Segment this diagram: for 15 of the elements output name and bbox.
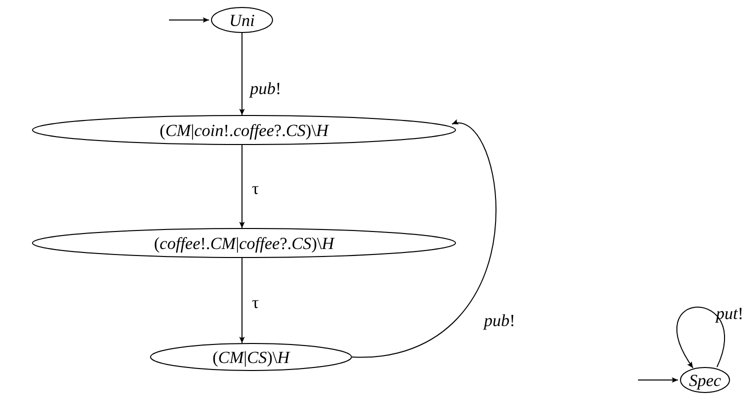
state-ellipse [211, 7, 273, 33]
state-ellipse [150, 343, 352, 371]
edge-label: pub! [484, 312, 516, 329]
state-ellipse [32, 228, 456, 258]
edge-label: pub! [250, 80, 282, 97]
state-label: (CM|coin!.coffee?.CS)\H [160, 122, 328, 138]
edge-label: τ [252, 294, 259, 311]
state-label: Uni [229, 12, 255, 28]
edge-label: put! [716, 305, 744, 322]
state-label: Spec [688, 372, 722, 388]
edge-label: τ [252, 180, 259, 197]
state-label: (coffee!.CM|coffee?.CS)\H [154, 234, 334, 252]
state-label: (CM|CS)\H [212, 348, 290, 366]
state-ellipse [32, 115, 456, 145]
state-ellipse [680, 367, 730, 393]
